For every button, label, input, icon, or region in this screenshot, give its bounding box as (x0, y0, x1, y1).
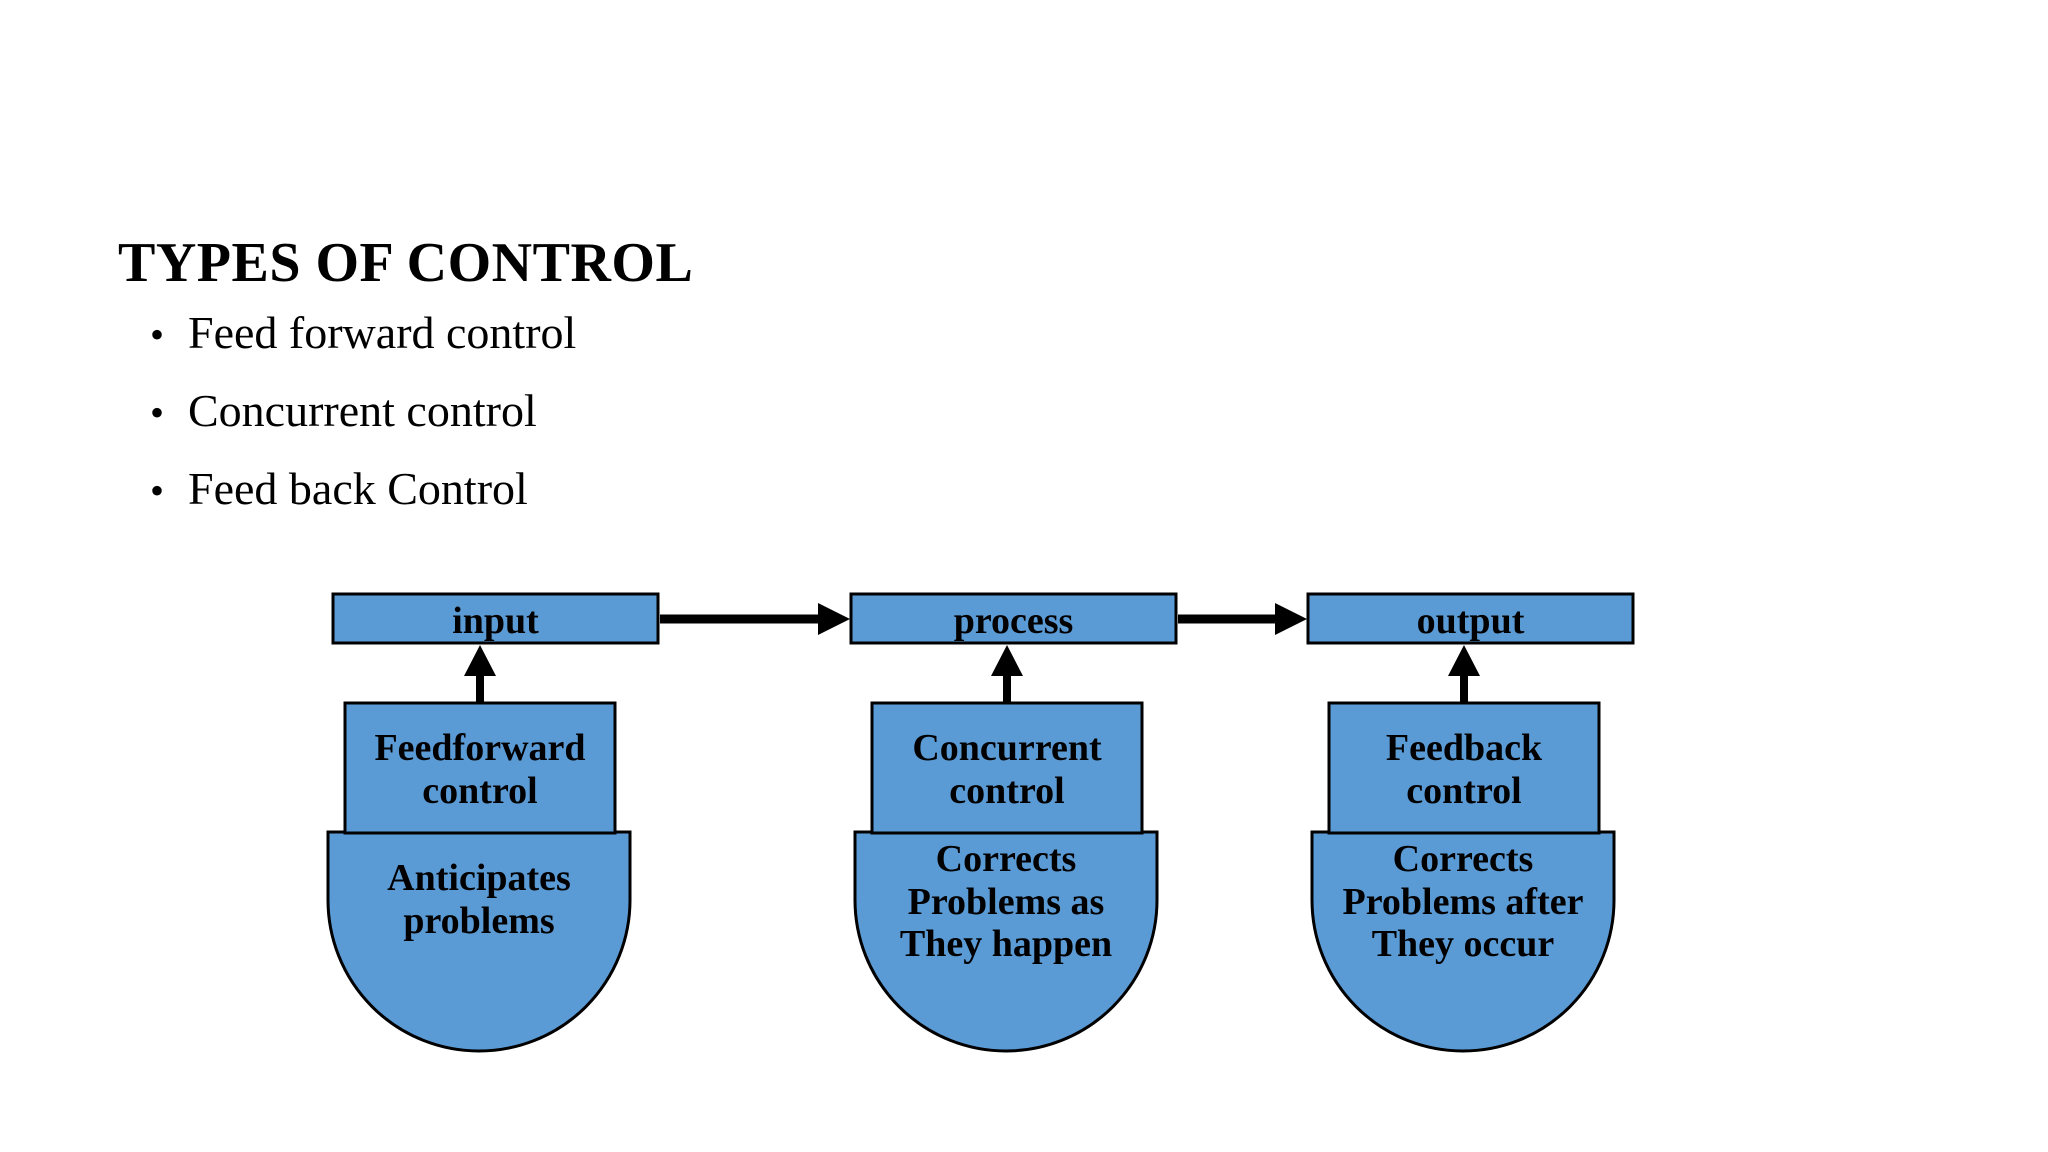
oval-shape-concurrent (853, 830, 1159, 1053)
list-item: • Feed back Control (150, 466, 1050, 544)
oval-label-concurrent: Corrects Problems as They happen (899, 838, 1113, 966)
arrow-concurrent-to-process (991, 645, 1023, 703)
list-item: • Concurrent control (150, 388, 1050, 466)
arrow-input-to-process (660, 603, 850, 635)
control-box-feedforward (343, 701, 617, 835)
arrow-feedforward-to-input (464, 645, 496, 703)
page-title: TYPES OF CONTROL (118, 231, 694, 294)
arrow-process-to-output (1178, 603, 1307, 635)
flow-box-label-input: input (452, 600, 539, 642)
list-item-label: Feed back Control (188, 463, 528, 514)
flow-box-label-output: output (1416, 600, 1525, 642)
flow-box-output (1306, 592, 1635, 645)
list-item: • Feed forward control (150, 310, 1050, 388)
flow-box-process (849, 592, 1178, 645)
oval-shape-feedforward (326, 830, 632, 1053)
bullet-list: • Feed forward control • Concurrent cont… (150, 310, 1050, 544)
oval-label-feedforward: Anticipates problems (387, 857, 571, 942)
control-box-feedback (1327, 701, 1601, 835)
control-box-concurrent (870, 701, 1144, 835)
control-box-label-concurrent: Concurrent control (912, 727, 1102, 812)
flow-box-label-process: process (953, 600, 1074, 642)
oval-shape-feedback (1310, 830, 1616, 1053)
bullet-marker-icon: • (150, 468, 165, 513)
bullet-marker-icon: • (150, 390, 165, 435)
arrow-feedback-to-output (1448, 645, 1480, 703)
list-item-label: Concurrent control (188, 385, 537, 436)
control-box-label-feedback: Feedback control (1385, 727, 1543, 812)
bullet-marker-icon: • (150, 312, 165, 357)
oval-label-feedback: Corrects Problems after They occur (1342, 838, 1584, 966)
control-box-label-feedforward: Feedforward control (374, 727, 586, 812)
flow-box-input (331, 592, 660, 645)
list-item-label: Feed forward control (188, 307, 577, 358)
